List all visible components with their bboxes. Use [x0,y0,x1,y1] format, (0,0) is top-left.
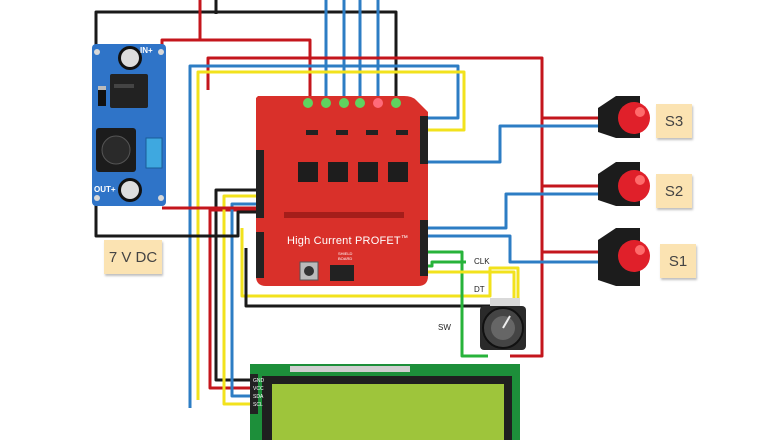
supply-voltage-label: 7 V DC [108,248,158,266]
button-s1 [598,228,650,286]
shield-reset-cap [304,266,314,276]
lcd-top-pins [290,366,410,372]
wire-red-top [160,0,202,50]
wire-green-clk [420,250,488,358]
encoder-knob-indicator [502,315,511,329]
wire-yellow-dt [240,228,520,302]
buck-pad-in-plus [158,49,164,55]
buck-chip [110,74,148,108]
shield-led-5 [391,98,401,108]
button-s3 [598,96,650,138]
shield-part-a [306,130,318,135]
wire-blue-s1 [420,234,598,264]
shield-part-e [284,212,404,218]
buck-potentiometer [145,137,163,169]
buck-pad-out-minus [94,195,100,201]
note-s3: S3 [656,104,692,138]
wire-black-enc [244,248,500,308]
shield-pcb [256,96,428,286]
shield-board: High Current PROFET™ SHIELD BOARD [256,96,428,286]
wire-black-buck-in [94,196,258,238]
shield-left-header [256,150,264,218]
shield-sub-1: SHIELD [338,251,353,256]
lcd-pin-header [250,374,258,414]
wire-yellow-loop [196,70,466,400]
buck-capacitor-top-ring [121,49,139,67]
button-s2-shine [635,175,645,185]
encoder-label-dt: DT [474,285,485,294]
encoder-label-clk: CLK [474,257,490,266]
shield-sub-2: BOARD [338,256,352,261]
buck-pad-out-plus [158,195,164,201]
note-s1: S1 [660,244,696,278]
shield-chip-3 [358,162,378,182]
wire-blue-lcd-sda [230,202,258,398]
button-s3-cap [618,102,650,134]
button-s1-cap [618,240,650,272]
buck-label-out: OUT+ [94,185,116,194]
shield-part-b [336,130,348,135]
buck-inductor-coil [101,135,131,165]
buck-converter-module: IN+ OUT+ [92,44,166,206]
rotary-encoder [480,298,526,350]
shield-led-3 [339,98,349,108]
note-7v-dc: 7 V DC [104,240,162,274]
lcd-pin-scl: SCL [253,402,263,408]
button-s1-label: S1 [668,252,688,270]
shield-led-1 [303,98,313,108]
shield-led-2 [321,98,331,108]
wire-blue-s2 [420,192,598,230]
button-s2-label: S2 [664,182,684,200]
wire-black-top [94,10,398,100]
buck-diode-band [98,86,106,90]
wire-yellow-enc [420,270,516,302]
shield-chip-2 [328,162,348,182]
push-buttons [598,96,650,286]
buck-chip-label [114,84,134,88]
buck-diode [98,86,106,106]
shield-part-d [396,130,408,135]
button-s2-cap [618,170,650,202]
buck-label-in: IN+ [140,46,153,55]
shield-chip-4 [388,162,408,182]
shield-led-4 [355,98,365,108]
wires [94,0,598,408]
shield-chip-1 [298,162,318,182]
wire-blue-s3 [420,124,598,164]
shield-part-c [366,130,378,135]
encoder-label-sw: SW [438,323,451,332]
shield-led-power [373,98,383,108]
encoder-pins [490,298,520,306]
wire-black-lcd-gnd [214,188,258,382]
lcd-pin-sda: SDA [253,394,264,400]
shield-left-header-2 [256,232,264,278]
buck-capacitor-bottom-ring [121,181,139,199]
lcd-pin-gnd: GND [253,378,265,384]
shield-right-header-2 [420,220,428,276]
wire-yellow-lcd-scl [222,194,258,406]
buck-pad-in-minus [94,49,100,55]
shield-title: High Current PROFET™ [287,235,408,247]
lcd-display [250,364,520,440]
wire-red-shield-top [162,38,312,98]
button-s3-shine [635,107,645,117]
lcd-pin-vcc: VCC [253,386,264,392]
note-s2: S2 [656,174,692,208]
wire-red-right-rail [206,56,544,358]
shield-right-header [420,116,428,164]
shield-part-f [330,265,354,281]
button-s3-label: S3 [664,112,684,130]
button-s1-shine [635,245,645,255]
wire-blue-loop [188,64,460,408]
lcd-screen [272,384,504,440]
button-s2 [598,162,650,206]
